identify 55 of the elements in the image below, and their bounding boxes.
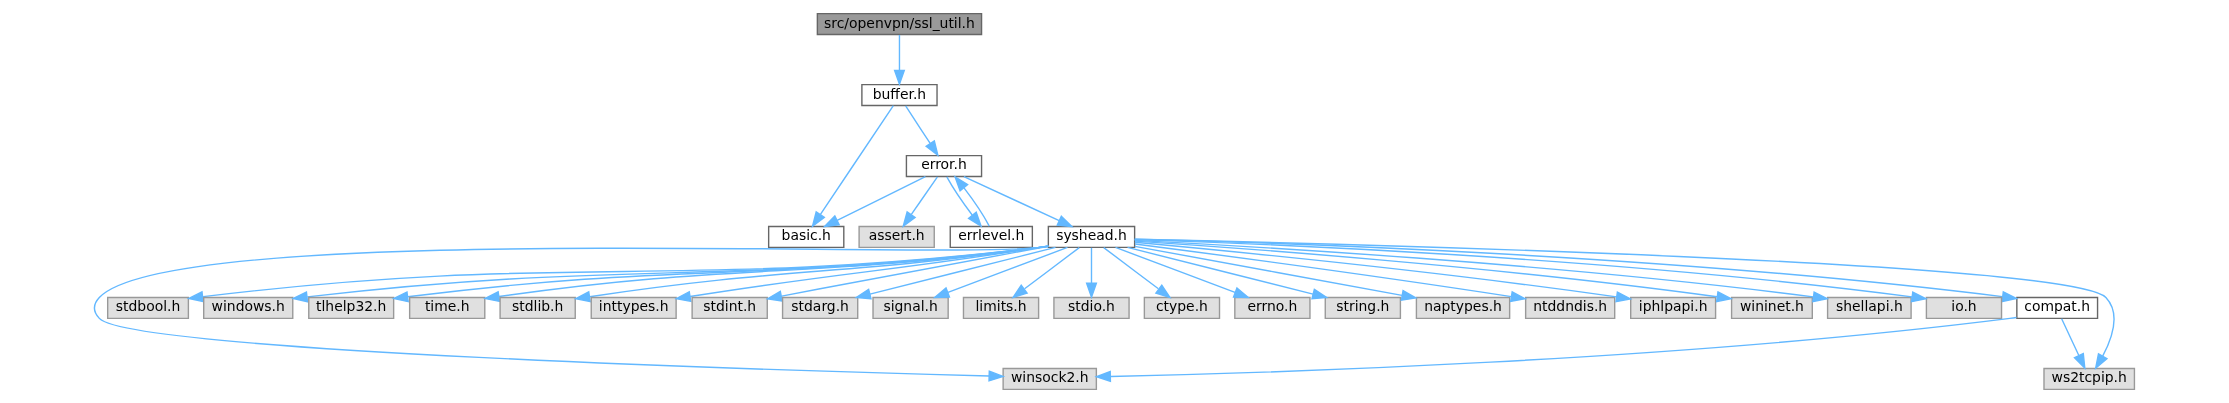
arrow bbox=[674, 245, 1049, 303]
node-box: syshead.h bbox=[1047, 225, 1136, 249]
arrow bbox=[893, 34, 906, 87]
node-box: naptypes.h bbox=[1415, 296, 1511, 320]
arrow bbox=[1134, 243, 1528, 303]
arrow bbox=[1114, 246, 1251, 299]
node-box: ctype.h bbox=[1143, 296, 1221, 320]
arrow bbox=[1134, 238, 2115, 371]
node-box: src/openvpn/ssl_util.h bbox=[816, 12, 983, 36]
arrow bbox=[932, 246, 1069, 299]
node-box: signal.h bbox=[872, 296, 949, 320]
node-box: basic.h bbox=[767, 225, 845, 249]
node-box: assert.h bbox=[858, 225, 935, 249]
arrow bbox=[963, 175, 1074, 228]
node-box: winsock2.h bbox=[1002, 367, 1098, 391]
node-box: iphlpapi.h bbox=[1630, 296, 1717, 320]
node-box: ws2tcpip.h bbox=[2043, 367, 2136, 391]
node-box: limits.h bbox=[962, 296, 1040, 320]
node-box: io.h bbox=[1925, 296, 2003, 320]
node-box: errlevel.h bbox=[949, 225, 1034, 249]
arrow bbox=[1085, 247, 1098, 300]
node-box: ntddndis.h bbox=[1524, 296, 1616, 320]
arrow bbox=[946, 176, 983, 228]
node-box: inttypes.h bbox=[590, 296, 677, 320]
arrow bbox=[1134, 240, 1734, 303]
node-box: error.h bbox=[905, 154, 983, 178]
arrow bbox=[1103, 246, 1172, 299]
node-box: stdio.h bbox=[1053, 296, 1130, 320]
node-box: stdbool.h bbox=[107, 296, 190, 320]
node-box: shellapi.h bbox=[1826, 296, 1912, 320]
arrow bbox=[1094, 316, 2018, 383]
arrow bbox=[953, 175, 990, 227]
node-box: windows.h bbox=[203, 296, 294, 320]
node-box: stdlib.h bbox=[499, 296, 576, 320]
arrow bbox=[854, 246, 1057, 300]
arrow bbox=[904, 105, 939, 157]
node-box: buffer.h bbox=[861, 83, 938, 107]
arrow bbox=[1134, 245, 1418, 302]
node-box: wininet.h bbox=[1730, 296, 1813, 320]
arrow bbox=[93, 245, 1049, 382]
node-box: stdint.h bbox=[691, 296, 768, 320]
node-box: string.h bbox=[1324, 296, 1402, 320]
arrow bbox=[902, 176, 939, 228]
node-box: compat.h bbox=[2016, 296, 2099, 320]
node-box: errno.h bbox=[1234, 296, 1311, 320]
node-box: time.h bbox=[408, 296, 486, 320]
arrow bbox=[1134, 241, 1633, 303]
node-box: tlhelp32.h bbox=[308, 296, 395, 320]
arrow bbox=[822, 175, 927, 228]
arrow bbox=[573, 245, 1049, 303]
arrow bbox=[1011, 246, 1080, 299]
arrow bbox=[2060, 318, 2086, 371]
arrow bbox=[1126, 246, 1329, 300]
arrow bbox=[811, 104, 895, 228]
node-box: stdarg.h bbox=[781, 296, 859, 320]
